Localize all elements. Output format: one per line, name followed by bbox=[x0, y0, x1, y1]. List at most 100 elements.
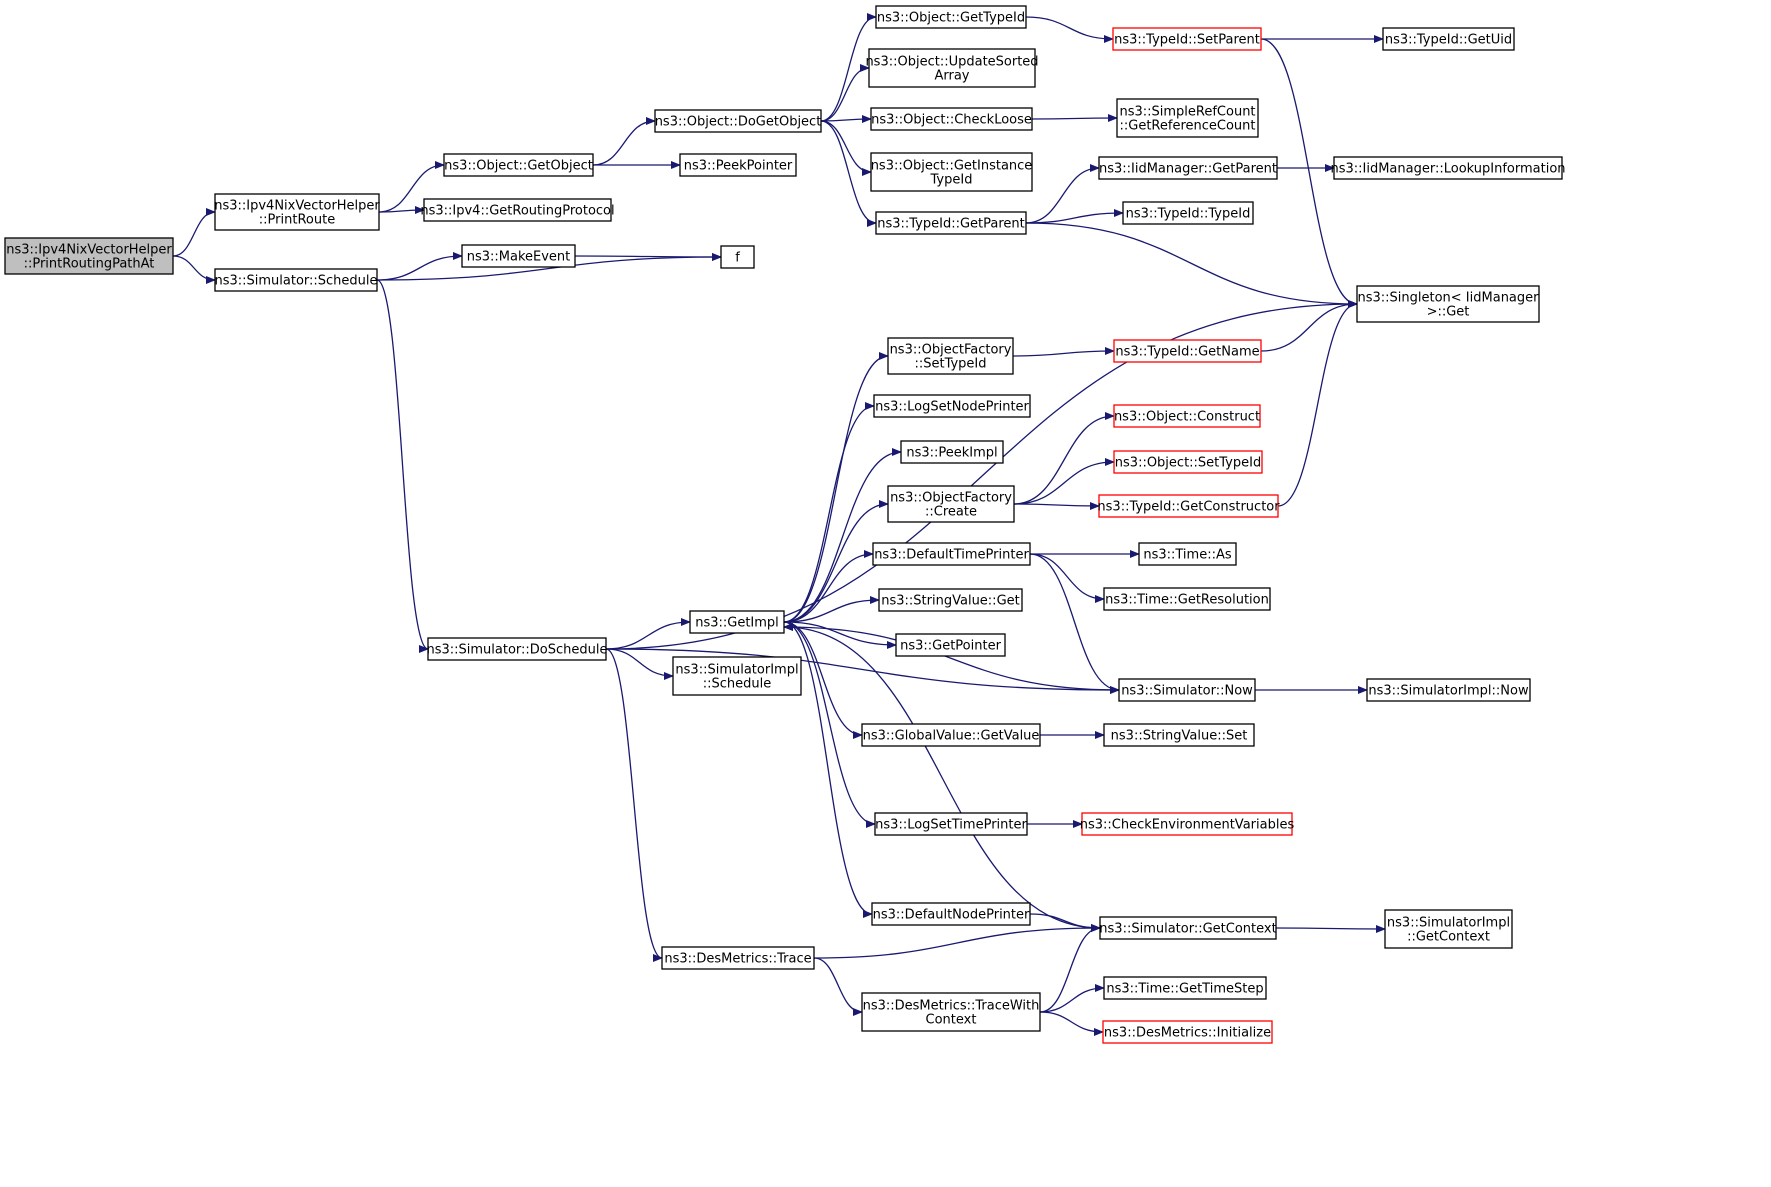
node-box[interactable] bbox=[443, 153, 594, 177]
node-simnow[interactable]: ns3::Simulator::Now bbox=[1118, 678, 1256, 702]
node-box[interactable] bbox=[1384, 909, 1513, 949]
node-getcontext[interactable]: ns3::Simulator::GetContext bbox=[1099, 916, 1277, 940]
node-simimplnow[interactable]: ns3::SimulatorImpl::Now bbox=[1366, 678, 1531, 702]
node-logsettime[interactable]: ns3::LogSetTimePrinter bbox=[874, 812, 1028, 836]
node-box[interactable] bbox=[214, 268, 378, 292]
node-initialize[interactable]: ns3::DesMetrics::Initialize bbox=[1102, 1020, 1273, 1044]
node-getobject[interactable]: ns3::Object::GetObject bbox=[443, 153, 594, 177]
node-box[interactable] bbox=[1113, 339, 1262, 363]
node-box[interactable] bbox=[1081, 812, 1293, 836]
node-deftime[interactable]: ns3::DefaultTimePrinter bbox=[872, 542, 1031, 566]
node-box[interactable] bbox=[1116, 98, 1259, 138]
node-gettimestep[interactable]: ns3::Time::GetTimeStep bbox=[1103, 976, 1267, 1000]
node-box[interactable] bbox=[1118, 678, 1256, 702]
node-logsetnode[interactable]: ns3::LogSetNodePrinter bbox=[873, 394, 1031, 418]
node-gettypeid[interactable]: ns3::Object::GetTypeId bbox=[875, 5, 1027, 29]
node-box[interactable] bbox=[1366, 678, 1531, 702]
node-box[interactable] bbox=[887, 485, 1015, 523]
node-box[interactable] bbox=[661, 946, 815, 970]
node-box[interactable] bbox=[871, 902, 1031, 926]
node-box[interactable] bbox=[887, 337, 1014, 375]
node-iidgetparent[interactable]: ns3::IidManager::GetParent bbox=[1098, 156, 1278, 180]
node-box[interactable] bbox=[4, 237, 174, 275]
node-printroute[interactable]: ns3::Ipv4NixVectorHelper::PrintRoute bbox=[214, 193, 380, 231]
node-root[interactable]: ns3::Ipv4NixVectorHelper::PrintRoutingPa… bbox=[4, 237, 174, 275]
node-box[interactable] bbox=[720, 245, 755, 269]
node-box[interactable] bbox=[1103, 723, 1255, 747]
node-box[interactable] bbox=[1112, 27, 1262, 51]
node-box[interactable] bbox=[874, 812, 1028, 836]
node-construct[interactable]: ns3::Object::Construct bbox=[1113, 404, 1261, 428]
node-box[interactable] bbox=[1113, 404, 1261, 428]
node-box[interactable] bbox=[875, 5, 1027, 29]
node-box[interactable] bbox=[423, 198, 612, 222]
node-singleton[interactable]: ns3::Singleton< IidManager >::Get bbox=[1356, 285, 1540, 323]
node-schedule[interactable]: ns3::Simulator::Schedule bbox=[214, 268, 378, 292]
node-getimpl[interactable]: ns3::GetImpl bbox=[689, 610, 785, 634]
node-desmetrics[interactable]: ns3::DesMetrics::Trace bbox=[661, 946, 815, 970]
node-box[interactable] bbox=[1122, 201, 1254, 225]
node-checkloose[interactable]: ns3::Object::CheckLoose bbox=[870, 107, 1033, 131]
node-box[interactable] bbox=[1356, 285, 1540, 323]
node-box[interactable] bbox=[1382, 27, 1515, 51]
node-box[interactable] bbox=[895, 633, 1006, 657]
node-box[interactable] bbox=[868, 48, 1036, 88]
node-box[interactable] bbox=[870, 152, 1033, 192]
node-checkenv[interactable]: ns3::CheckEnvironmentVariables bbox=[1080, 812, 1295, 836]
node-getpointer[interactable]: ns3::GetPointer bbox=[895, 633, 1006, 657]
node-box[interactable] bbox=[872, 542, 1031, 566]
node-box[interactable] bbox=[1098, 156, 1278, 180]
node-stringset[interactable]: ns3::StringValue::Set bbox=[1103, 723, 1255, 747]
node-box[interactable] bbox=[1138, 542, 1237, 566]
node-box[interactable] bbox=[1102, 1020, 1273, 1044]
node-box[interactable] bbox=[1103, 976, 1267, 1000]
node-box[interactable] bbox=[1333, 156, 1563, 180]
node-peekpointer[interactable]: ns3::PeekPointer bbox=[679, 153, 797, 177]
node-f[interactable]: f bbox=[720, 245, 755, 269]
node-peekimpl[interactable]: ns3::PeekImpl bbox=[900, 440, 1004, 464]
node-box[interactable] bbox=[878, 588, 1023, 612]
node-box[interactable] bbox=[1113, 450, 1263, 474]
node-typeid[interactable]: ns3::TypeId::TypeId bbox=[1122, 201, 1254, 225]
node-box[interactable] bbox=[679, 153, 797, 177]
node-getname[interactable]: ns3::TypeId::GetName bbox=[1113, 339, 1262, 363]
node-timeas[interactable]: ns3::Time::As bbox=[1138, 542, 1237, 566]
node-box[interactable] bbox=[654, 109, 822, 133]
node-box[interactable] bbox=[1098, 494, 1279, 518]
node-getrouting[interactable]: ns3::Ipv4::GetRoutingProtocol bbox=[420, 198, 615, 222]
node-simimplschedule[interactable]: ns3::SimulatorImpl::Schedule bbox=[672, 656, 802, 696]
node-ofcreate[interactable]: ns3::ObjectFactory::Create bbox=[887, 485, 1015, 523]
node-box[interactable] bbox=[875, 211, 1027, 235]
node-globalvalue[interactable]: ns3::GlobalValue::GetValue bbox=[861, 723, 1041, 747]
node-box[interactable] bbox=[1103, 587, 1271, 611]
node-setparent[interactable]: ns3::TypeId::SetParent bbox=[1112, 27, 1262, 51]
node-box[interactable] bbox=[427, 637, 607, 661]
node-box[interactable] bbox=[861, 723, 1041, 747]
node-defnode[interactable]: ns3::DefaultNodePrinter bbox=[871, 902, 1031, 926]
node-doschedule[interactable]: ns3::Simulator::DoSchedule bbox=[426, 637, 608, 661]
node-box[interactable] bbox=[870, 107, 1033, 131]
node-simimplgetcontext[interactable]: ns3::SimulatorImpl::GetContext bbox=[1384, 909, 1513, 949]
node-box[interactable] bbox=[689, 610, 785, 634]
node-box[interactable] bbox=[461, 244, 576, 268]
node-getresolution[interactable]: ns3::Time::GetResolution bbox=[1103, 587, 1271, 611]
node-getparent[interactable]: ns3::TypeId::GetParent bbox=[875, 211, 1027, 235]
node-box[interactable] bbox=[861, 992, 1041, 1032]
node-box[interactable] bbox=[900, 440, 1004, 464]
node-box[interactable] bbox=[672, 656, 802, 696]
node-dogetobject[interactable]: ns3::Object::DoGetObject bbox=[654, 109, 822, 133]
node-lookup[interactable]: ns3::IidManager::LookupInformation bbox=[1330, 156, 1566, 180]
node-getconstructor[interactable]: ns3::TypeId::GetConstructor bbox=[1097, 494, 1280, 518]
node-box[interactable] bbox=[873, 394, 1031, 418]
node-getuid[interactable]: ns3::TypeId::GetUid bbox=[1382, 27, 1515, 51]
node-ofsettypeid[interactable]: ns3::ObjectFactory::SetTypeId bbox=[887, 337, 1014, 375]
node-box[interactable] bbox=[1099, 916, 1277, 940]
node-makeevent[interactable]: ns3::MakeEvent bbox=[461, 244, 576, 268]
node-objsettypeid[interactable]: ns3::Object::SetTypeId bbox=[1113, 450, 1263, 474]
node-refcount[interactable]: ns3::SimpleRefCount::GetReferenceCount bbox=[1116, 98, 1259, 138]
node-box[interactable] bbox=[214, 193, 380, 231]
node-stringget[interactable]: ns3::StringValue::Get bbox=[878, 588, 1023, 612]
